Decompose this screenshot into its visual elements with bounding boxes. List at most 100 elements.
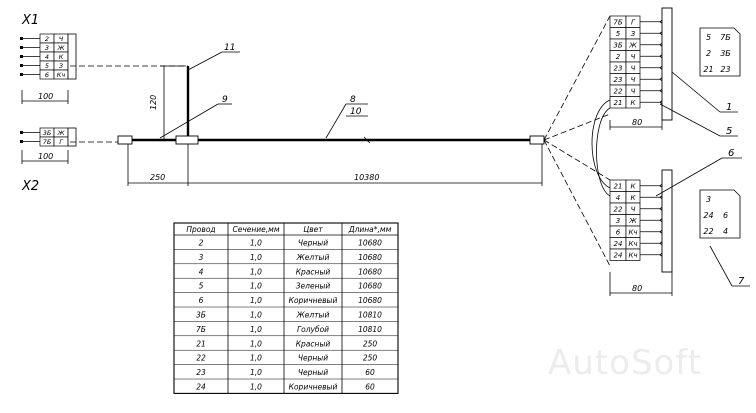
wire-table-cell-9-2: Черный xyxy=(298,368,328,377)
connector_bottom-num-1: 4 xyxy=(616,194,620,202)
connector_bottom-num-2: 22 xyxy=(614,206,623,214)
pin_view_bottom-pin-1-1: 6 xyxy=(723,211,728,220)
callout-6: 6 xyxy=(728,148,734,159)
harness-left-sleeve xyxy=(117,135,133,145)
callout-8-leader xyxy=(325,103,347,139)
wire-table-cell-9-0: 23 xyxy=(196,368,206,377)
x1-col-2: К xyxy=(59,53,64,61)
wire-table-cell-1-1: 1,0 xyxy=(250,253,262,262)
connector_bottom-col-1: К xyxy=(631,194,637,202)
connector_bottom-num-5: 24 xyxy=(614,240,623,248)
connector_top-col-7: К xyxy=(631,99,637,107)
jumper-wire-a xyxy=(591,99,611,189)
connector_top-num-7: 21 xyxy=(614,99,623,107)
ctop-dim-text: 80 xyxy=(632,118,642,127)
x2-num-0: 3Б xyxy=(43,129,52,137)
connector_bottom-col-2: Ч xyxy=(631,206,636,214)
pin_view_bottom-pin-1-0: 24 xyxy=(703,211,713,220)
connector_top-num-5: 23 xyxy=(614,76,623,84)
x2-pin-0 xyxy=(20,131,23,134)
wire-table-header-0: Провод xyxy=(186,225,215,234)
pin_view_top-pin-0-1: 7Б xyxy=(720,33,731,42)
wire-table-cell-4-1: 1,0 xyxy=(250,296,262,305)
wire-table-cell-1-3: 10680 xyxy=(358,253,382,262)
connector_top-col-0: Г xyxy=(631,19,636,27)
x1-col-1: Ж xyxy=(56,44,65,52)
connector_top-col-5: Ч xyxy=(631,76,636,84)
wire-table-cell-2-2: Красный xyxy=(296,267,331,276)
wire-table-cell-10-1: 1,0 xyxy=(250,383,262,392)
x1-col-4: Кч xyxy=(57,71,66,79)
x1-dim-text: 100 xyxy=(38,92,53,101)
connector_top-num-6: 22 xyxy=(614,88,623,96)
dim-main-text: 10380 xyxy=(354,173,379,182)
wire-table-cell-6-2: Голубой xyxy=(297,325,329,334)
x2-housing xyxy=(67,127,77,147)
pin_view_top-pin-2-1: 23 xyxy=(720,65,730,74)
wire-table-cell-5-2: Желтый xyxy=(296,311,330,320)
bot-conn-leader-b xyxy=(543,139,611,267)
callout-1-leader xyxy=(671,71,721,113)
wire-table-cell-5-0: 3Б xyxy=(196,311,206,320)
connector_top-num-3: 2 xyxy=(616,53,621,61)
x1-num-4: 6 xyxy=(45,71,49,79)
wire-table-cell-0-3: 10680 xyxy=(358,239,382,248)
connector_top-col-3: Ч xyxy=(631,53,636,61)
harness-junction-sleeve xyxy=(175,135,199,145)
wire-table-cell-3-2: Зеленый xyxy=(296,282,331,291)
harness xyxy=(117,66,545,145)
x1-pin-1 xyxy=(20,46,23,49)
pin_view_top-pin-0-0: 5 xyxy=(706,33,711,42)
dim-branch-text: 250 xyxy=(150,173,165,182)
wire-table-cell-5-1: 1,0 xyxy=(250,311,262,320)
pin_view_bottom-pin-2-1: 4 xyxy=(723,227,728,236)
top-conn-leader-b xyxy=(543,113,611,141)
x2-dim-text: 100 xyxy=(38,152,53,161)
pin_view_bottom-pin-0-0: 3 xyxy=(706,195,711,204)
connector_top-col-2: Ж xyxy=(628,42,637,50)
wire-table-frame xyxy=(173,222,399,394)
pin_view_top-outline xyxy=(699,27,741,77)
wire-table-cell-0-0: 2 xyxy=(199,239,204,248)
connector_top-col-6: Ч xyxy=(631,88,636,96)
callout-11: 11 xyxy=(224,43,235,53)
wire-table-cell-6-1: 1,0 xyxy=(250,325,262,334)
wire-table-cell-8-1: 1,0 xyxy=(250,354,262,363)
connector_bottom-col-6: Кч xyxy=(628,252,637,260)
wire-table-cell-10-3: 60 xyxy=(365,383,375,392)
callout-11-leader xyxy=(187,51,223,71)
wire-table-cell-8-2: Черный xyxy=(298,354,328,363)
callout-7-leader xyxy=(709,245,733,287)
connector_top-num-2: 3Б xyxy=(613,42,622,50)
x1-pin-2 xyxy=(20,55,23,58)
bot-conn-leader-a xyxy=(543,139,611,181)
x1-pin-0 xyxy=(20,37,23,40)
connector_top-col-1: З xyxy=(631,30,636,38)
wire-table-cell-10-2: Коричневый xyxy=(289,383,338,392)
cbot-dim-text: 80 xyxy=(632,284,642,293)
x2-pin-1 xyxy=(20,140,23,143)
dim-v-text: 120 xyxy=(149,95,158,110)
connector-top-body xyxy=(661,7,673,121)
connector_bottom-num-0: 21 xyxy=(614,183,623,191)
wire-table-cell-7-0: 21 xyxy=(196,339,206,348)
pin_view_top-pin-1-1: 3Б xyxy=(720,49,731,58)
x2-label: X2 xyxy=(21,179,39,194)
wire-table-header-1: Сечение,мм xyxy=(233,225,280,234)
x1-pin-3 xyxy=(20,64,23,67)
wire-table-cell-6-3: 10810 xyxy=(358,325,382,334)
callout-7: 7 xyxy=(738,276,745,287)
wire-table-cell-5-3: 10810 xyxy=(358,311,382,320)
wire-table-cell-1-0: 3 xyxy=(199,253,204,262)
connector_top-num-4: 23 xyxy=(614,65,623,73)
callout-9-leader xyxy=(159,103,219,139)
wire-table-cell-2-0: 4 xyxy=(199,267,204,276)
x2-col-0: Ж xyxy=(56,129,65,137)
